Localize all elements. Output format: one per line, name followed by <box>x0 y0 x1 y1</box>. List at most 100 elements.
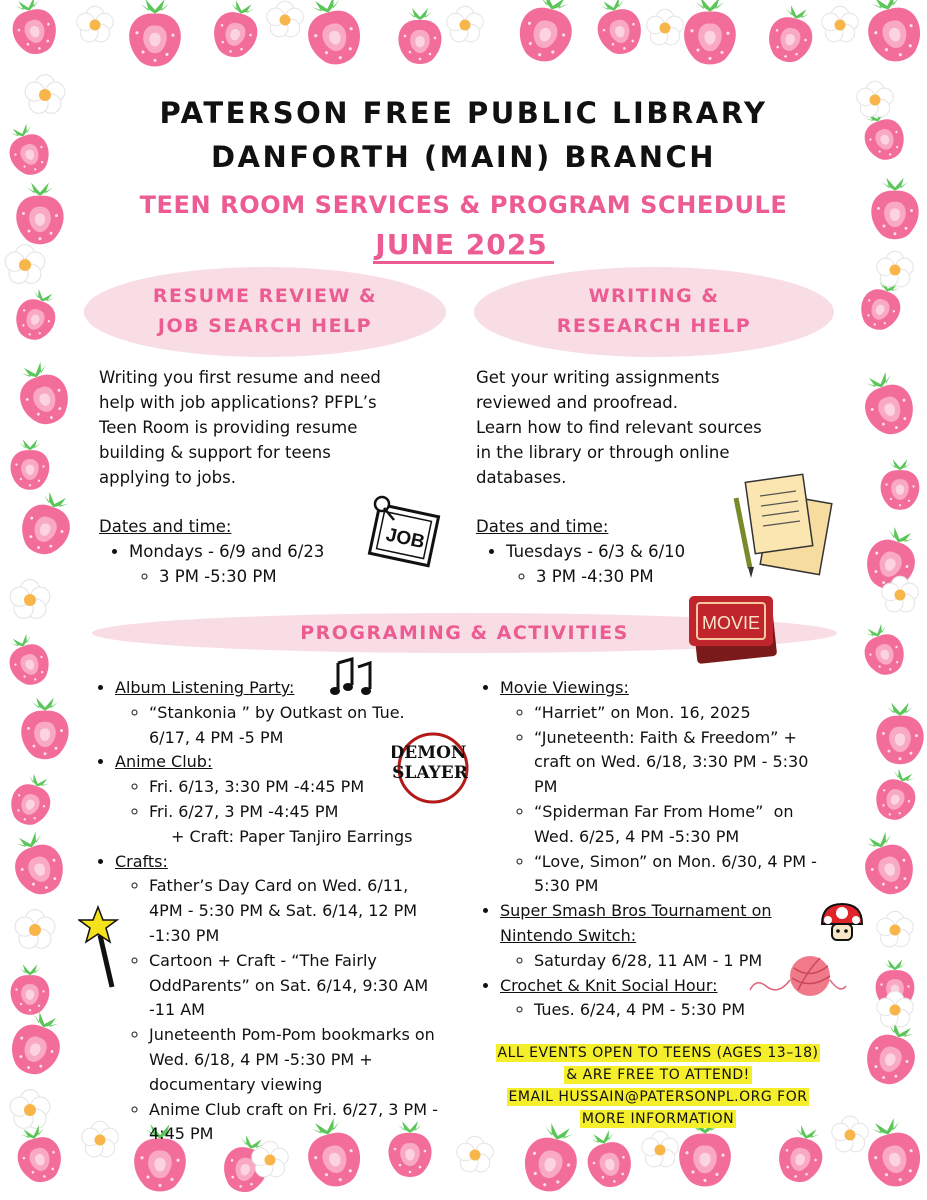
library-name: PATERSON FREE PUBLIC LIBRARY <box>159 96 768 130</box>
daisy-icon <box>876 250 914 288</box>
strawberry-icon <box>865 831 913 895</box>
movie-viewings-item: Movie Viewings: “Harriet” on Mon. 16, 20… <box>500 676 824 899</box>
crochet-label: Crochet & Knit Social Hour: <box>500 975 718 995</box>
resume-day: Mondays - 6/9 and 6/23 <box>129 539 399 564</box>
programs-right-column: Movie Viewings: “Harriet” on Mon. 16, 20… <box>484 676 824 1023</box>
strawberry-icon <box>15 831 63 895</box>
logo-word-1: DEMON <box>392 743 466 763</box>
daisy-icon <box>641 1130 679 1168</box>
strawberry-icon <box>684 0 736 65</box>
writing-dates-label: Dates and time: <box>476 517 609 536</box>
demon-slayer-logo: DEMON SLAYER <box>392 732 469 804</box>
strawberry-icon <box>10 439 50 490</box>
resume-title-line1: RESUME REVIEW & <box>152 285 378 307</box>
strawberry-icon <box>17 1125 61 1182</box>
strawberry-icon <box>12 0 56 54</box>
resume-line: Teen Room is providing resume <box>99 418 358 437</box>
writing-title-line2: RESEARCH HELP <box>556 315 752 337</box>
resume-line: building & support for teens <box>99 443 331 462</box>
strawberry-icon <box>880 459 920 510</box>
anime-club-item: Anime Club: Fri. 6/13, 3:30 PM -4:45 PM … <box>115 750 479 849</box>
resume-title-line2: JOB SEARCH HELP <box>157 315 373 337</box>
strawberry-icon <box>12 1011 60 1075</box>
resume-section-title: RESUME REVIEW & JOB SEARCH HELP <box>84 267 446 357</box>
craft-entry: Anime Club craft on Fri. 6/27, 3 PM -4:4… <box>149 1098 479 1148</box>
strawberry-icon <box>861 278 901 330</box>
writing-description: Get your writing assignments reviewed an… <box>476 365 836 490</box>
magic-wand-icon <box>78 905 120 988</box>
strawberry-icon <box>867 1021 915 1085</box>
strawberry-icon <box>597 0 641 54</box>
daisy-icon <box>876 910 914 948</box>
notice-line: EMAIL HUSSAIN@PATERSONPL.ORG FOR <box>506 1088 810 1106</box>
strawberry-icon <box>868 0 920 62</box>
notice-line: & ARE FREE TO ATTEND! <box>564 1066 752 1084</box>
strawberry-icon <box>864 623 904 675</box>
strawberry-icon <box>20 361 68 425</box>
logo-word-2: SLAYER <box>392 763 469 783</box>
papers-icon <box>733 473 833 578</box>
craft-entry: Father’s Day Card on Wed. 6/11,4PM - 5:3… <box>149 874 479 948</box>
daisy-icon <box>81 1120 119 1158</box>
crochet-date: Tues. 6/24, 4 PM - 5:30 PM <box>534 998 824 1023</box>
resume-line: applying to jobs. <box>99 468 236 487</box>
strawberry-icon <box>525 1123 577 1192</box>
anime-label: Anime Club: <box>115 752 213 772</box>
movie-ticket-text: MOVIE <box>702 613 760 633</box>
writing-title-line1: WRITING & <box>588 285 720 307</box>
smash-date: Saturday 6/28, 11 AM - 1 PM <box>534 949 824 974</box>
writing-line: in the library or through online <box>476 443 730 462</box>
mushroom-icon <box>820 902 864 941</box>
album-detail: 6/17, 4 PM -5 PM <box>149 727 284 747</box>
daisy-icon <box>876 990 914 1028</box>
daisy-icon <box>456 1135 494 1173</box>
strawberry-icon <box>587 1130 631 1187</box>
strawberry-icon <box>520 0 572 62</box>
anime-craft-note: + Craft: Paper Tanjiro Earrings <box>171 826 413 846</box>
daisy-icon <box>821 5 859 43</box>
album-label: Album Listening Party: <box>115 678 295 697</box>
strawberry-icon <box>308 1118 360 1187</box>
resume-time: 3 PM -5:30 PM <box>159 564 399 589</box>
daisy-icon <box>856 80 894 118</box>
daisy-icon <box>831 1115 869 1153</box>
strawberry-icon <box>779 1125 823 1182</box>
strawberry-icon <box>876 768 916 820</box>
movie-entry: “Harriet” on Mon. 16, 2025 <box>534 701 824 726</box>
strawberry-icon <box>134 1124 186 1192</box>
strawberry-icon <box>398 8 442 64</box>
strawberry-icon <box>16 182 64 245</box>
strawberry-icon <box>11 773 51 825</box>
strawberry-icon <box>10 964 50 1015</box>
writing-dates: Dates and time: Tuesdays - 6/3 & 6/10 3 … <box>476 514 756 589</box>
notice-box: ALL EVENTS OPEN TO TEENS (AGES 13–18) & … <box>462 1042 854 1130</box>
strawberry-icon <box>129 0 181 67</box>
daisy-icon <box>446 5 484 43</box>
resume-line: Writing you first resume and need <box>99 368 381 387</box>
album-detail: “Stankonia ” by Outkast on Tue. <box>149 702 405 722</box>
movies-label: Movie Viewings: <box>500 678 629 697</box>
strawberry-icon <box>388 1121 432 1177</box>
resume-description: Writing you first resume and need help w… <box>99 365 429 490</box>
notice-line: MORE INFORMATION <box>579 1110 737 1128</box>
strawberry-icon <box>864 108 904 160</box>
daisy-icon <box>646 8 684 46</box>
writing-section-title: WRITING & RESEARCH HELP <box>474 267 834 357</box>
branch-name: DANFORTH (MAIN) BRANCH <box>210 140 717 174</box>
strawberry-icon <box>868 1118 920 1187</box>
schedule-month: JUNE 2025 <box>0 228 927 264</box>
resume-dates: Dates and time: Mondays - 6/9 and 6/23 3… <box>99 514 399 589</box>
anime-session: Fri. 6/27, 3 PM -4:45 PM <box>149 800 479 825</box>
movie-entry: “Love, Simon” on Mon. 6/30, 4 PM -5:30 P… <box>534 850 824 900</box>
daisy-icon <box>9 1088 51 1129</box>
daisy-icon <box>9 578 51 619</box>
strawberry-icon <box>9 633 49 685</box>
strawberry-icon <box>876 702 924 765</box>
writing-line: Learn how to find relevant sources <box>476 418 762 437</box>
job-sign-icon: JOB <box>367 495 441 568</box>
writing-line: Get your writing assignments <box>476 368 720 387</box>
music-notes-icon <box>330 657 372 695</box>
